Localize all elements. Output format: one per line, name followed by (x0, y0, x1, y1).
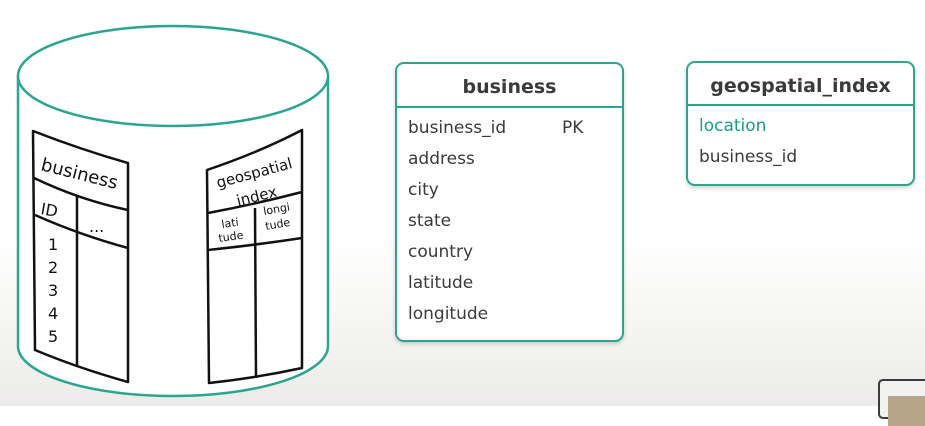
sketch-business-row-number: 4 (48, 304, 58, 323)
sketch-geo-col2-line1: longi (262, 200, 291, 217)
business-primary-key-badge: PK (562, 118, 584, 138)
geospatial-index-field-name: location (699, 116, 767, 136)
geospatial-index-table-fields: location business_id (688, 106, 913, 173)
presenter-thumbnail (878, 379, 925, 426)
sketch-business-more-header: ... (89, 217, 104, 236)
sketch-business-row-number: 1 (48, 235, 58, 254)
business-table-fields: business_id PK address city state country lati… (397, 108, 622, 330)
geospatial-index-field: location (699, 111, 913, 142)
cylinder-body (16, 76, 330, 398)
sketch-geo-col1-line1: lati (221, 216, 240, 231)
sketch-geo-title-rule (207, 190, 303, 215)
sketch-business-row-number: 2 (48, 258, 58, 277)
business-field: longitude (408, 299, 622, 330)
business-field-name: address (408, 149, 475, 169)
business-field-name: country (408, 242, 474, 262)
sketch-business-frame (31, 129, 130, 384)
business-field-name: state (408, 211, 452, 231)
database-cylinder (16, 24, 330, 398)
geospatial-index-field: business_id (699, 142, 913, 173)
sketch-geo-col1-line2: tude (218, 229, 245, 245)
business-field-name: city (408, 180, 439, 200)
business-field-name: business_id (408, 118, 507, 138)
business-field: state (408, 206, 622, 237)
business-field: country (408, 237, 622, 268)
cylinder-top (16, 24, 330, 128)
sketch-geospatial-table (205, 128, 304, 385)
business-field: address (408, 144, 622, 175)
business-table-card: business business_id PK address city state co… (395, 62, 624, 342)
business-field-name: longitude (408, 304, 489, 324)
business-field: city (408, 175, 622, 206)
sketch-geo-column-rule (253, 207, 258, 379)
business-field: business_id PK (408, 113, 622, 144)
sketch-business-row-number: 3 (48, 281, 58, 300)
sketch-business-table (31, 129, 130, 384)
geospatial-index-table-card: geospatial_index location business_id (686, 61, 915, 186)
business-table-title: business (397, 64, 622, 108)
sketch-geo-frame (205, 128, 304, 385)
sketch-business-id-header: ID (39, 199, 59, 221)
sketch-business-title-rule (33, 176, 129, 212)
geospatial-index-field-name: business_id (699, 147, 798, 167)
sketch-business-header-rule (34, 213, 129, 250)
geospatial-index-table-title: geospatial_index (688, 63, 913, 106)
business-field: latitude (408, 268, 622, 299)
presenter-thumbnail-image (888, 396, 925, 426)
sketch-geo-col2-line2: tude (264, 216, 291, 233)
sketch-business-row-number: 5 (48, 327, 58, 346)
business-field-name: latitude (408, 273, 474, 293)
